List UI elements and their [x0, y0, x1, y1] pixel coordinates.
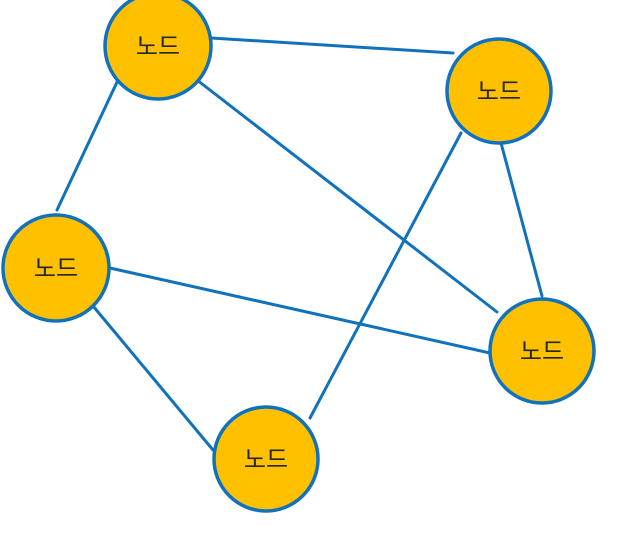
node-left-label: 노드	[34, 255, 78, 282]
node-bottom-label: 노드	[244, 446, 288, 473]
node-bottom[interactable]: 노드	[212, 405, 320, 513]
edge-node-top-left-node-right	[195, 78, 499, 314]
node-left[interactable]: 노드	[1, 213, 111, 323]
node-top-left-label: 노드	[136, 33, 180, 60]
node-top-left-circle[interactable]	[103, 0, 213, 101]
edge-node-left-node-right	[108, 266, 492, 355]
edge-node-top-right-node-right	[499, 141, 544, 298]
node-top-right[interactable]: 노드	[445, 37, 553, 145]
node-top-right-label: 노드	[477, 78, 521, 105]
node-right-circle[interactable]	[488, 297, 596, 405]
node-left-circle[interactable]	[1, 213, 111, 323]
edge-node-top-left-node-top-right	[209, 36, 455, 55]
edge-node-left-node-bottom	[91, 304, 215, 452]
edge-node-top-left-node-left	[55, 78, 120, 212]
node-top-left[interactable]: 노드	[103, 0, 213, 101]
edge-layer	[55, 36, 544, 452]
node-right[interactable]: 노드	[488, 297, 596, 405]
node-bottom-circle[interactable]	[212, 405, 320, 513]
node-right-label: 노드	[520, 338, 564, 365]
edge-node-top-right-node-bottom	[308, 131, 463, 420]
node-top-right-circle[interactable]	[445, 37, 553, 145]
